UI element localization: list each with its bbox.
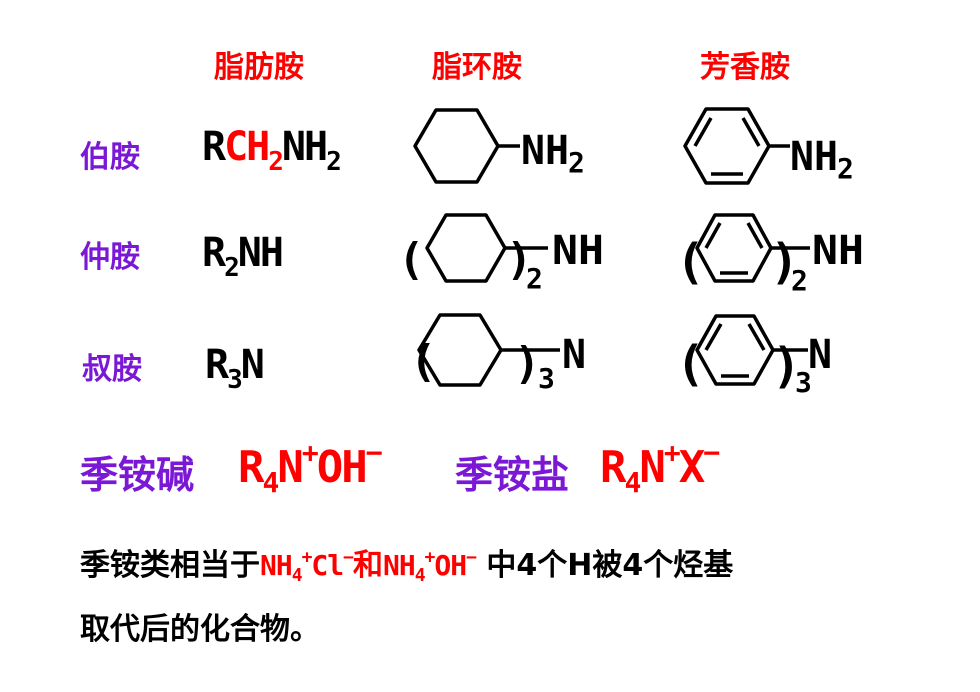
cyclohexane-ring-primary <box>413 108 500 184</box>
quaternary-salt-formula: R4N+X− <box>600 436 720 499</box>
formula-ch: CH <box>224 124 270 170</box>
benzene-double-bond <box>746 222 764 249</box>
paragraph-line-1: 季铵类相当于NH4+Cl−和NH4+OH− 中4个H被4个烃基 <box>80 540 733 586</box>
structures-diagram: NH 2 ( ) 2 NH ( ) 3 N NH 2 ( ) 2 NH ( ) … <box>398 107 864 399</box>
header-alicyclic-amine: 脂环胺 <box>432 50 522 85</box>
formula-n: N <box>240 342 265 388</box>
formula-nh: NH <box>237 230 284 276</box>
chem-ammonium-chloride: NH4+Cl− <box>260 547 354 586</box>
label-nh-aromatic: NH <box>812 228 864 274</box>
chem-charge: − <box>466 547 477 568</box>
quaternary-base-label: 季铵碱 <box>80 453 195 497</box>
formula-nh: NH <box>281 124 328 170</box>
paren-close-alicyclic-secondary: ) <box>506 234 533 285</box>
formula-r-sub: 2 <box>224 253 240 283</box>
formula-r-sub: 3 <box>227 365 243 395</box>
benzene-ring-primary <box>683 107 771 185</box>
paren-open-alicyclic-tertiary: ( <box>410 336 437 387</box>
row-label-secondary-amine: 仲胺 <box>80 240 140 275</box>
paren-open-aromatic-secondary: ( <box>676 234 705 290</box>
benzene-ring-tertiary <box>695 314 775 386</box>
sub-2-aromatic-secondary: 2 <box>791 264 808 297</box>
benzene-double-bond <box>741 117 761 147</box>
sub-3-aromatic-tertiary: 3 <box>795 366 812 399</box>
chem-cl: Cl <box>311 549 344 582</box>
formula-ch-sub: 2 <box>268 147 284 177</box>
paren-open-alicyclic-secondary: ( <box>398 234 425 285</box>
paren-close-aromatic-secondary: ) <box>770 234 799 290</box>
formula-r: R <box>205 342 229 388</box>
quaternary-salt-label: 季铵盐 <box>455 453 570 497</box>
formula-r: R <box>202 124 226 170</box>
header-aromatic-amine: 芳香胺 <box>700 50 790 85</box>
cyclohexane-ring-secondary <box>425 213 507 283</box>
sub-2-alicyclic-secondary: 2 <box>526 262 543 295</box>
formula-n: N <box>639 442 665 493</box>
row-label-primary-amine: 伯胺 <box>80 140 140 175</box>
benzene-double-bond <box>693 117 713 147</box>
chem-oh: OH <box>434 549 467 582</box>
formula-n-charge: + <box>663 436 681 469</box>
formula-nh-sub: 2 <box>326 147 342 177</box>
formula-n-charge: + <box>301 436 319 469</box>
formula-primary-aliphatic: RCH2NH2 <box>202 124 342 177</box>
benzene-double-bond <box>747 323 766 351</box>
chem-charge: − <box>343 547 354 568</box>
label-nh2-sub-aromatic: 2 <box>837 152 854 185</box>
paren-close-alicyclic-tertiary: ) <box>514 338 541 389</box>
paragraph-and: 和 <box>352 548 383 583</box>
chem-nh: NH <box>382 549 416 582</box>
formula-x-charge: − <box>703 436 720 469</box>
paragraph-text: 中4个H被4个烃基 <box>475 548 734 583</box>
benzene-ring-secondary <box>695 213 773 283</box>
paren-close-aromatic-tertiary: ) <box>772 338 801 394</box>
formula-r-sub: 4 <box>262 466 280 499</box>
formula-r: R <box>600 442 626 493</box>
quaternary-base-formula: R4N+OH− <box>238 436 383 499</box>
chem-charge: + <box>301 547 313 568</box>
paragraph-text: 季铵类相当于 <box>80 548 260 583</box>
paren-open-aromatic-tertiary: ( <box>676 336 705 392</box>
sub-3-alicyclic-tertiary: 3 <box>538 362 555 395</box>
chem-charge: + <box>424 547 436 568</box>
label-nh2-aromatic: NH <box>790 134 838 180</box>
formula-r: R <box>238 442 264 493</box>
chem-sub: 4 <box>414 565 426 586</box>
formula-oh: OH <box>316 442 368 493</box>
label-nh2-alicyclic: NH <box>521 128 569 174</box>
chem-nh: NH <box>260 549 293 582</box>
benzene-double-bond <box>704 222 722 249</box>
formula-tertiary-aliphatic: R3N <box>205 342 265 395</box>
label-n-alicyclic: N <box>562 332 586 378</box>
chem-ammonium-hydroxide: NH4+OH− <box>382 547 477 586</box>
row-label-tertiary-amine: 叔胺 <box>82 352 142 387</box>
formula-r-sub: 4 <box>624 466 642 499</box>
formula-r: R <box>202 230 226 276</box>
benzene-double-bond <box>704 323 723 351</box>
label-n-aromatic: N <box>808 332 832 378</box>
header-aliphatic-amine: 脂肪胺 <box>214 50 304 85</box>
label-nh-alicyclic: NH <box>552 228 604 274</box>
label-nh2-sub-alicyclic: 2 <box>568 146 585 179</box>
formula-secondary-aliphatic: R2NH <box>202 230 284 283</box>
formula-x: X <box>678 442 705 493</box>
formula-oh-charge: − <box>365 436 383 469</box>
paragraph-line-2: 取代后的化合物。 <box>80 612 320 647</box>
formula-n: N <box>277 442 303 493</box>
chem-sub: 4 <box>291 565 303 586</box>
